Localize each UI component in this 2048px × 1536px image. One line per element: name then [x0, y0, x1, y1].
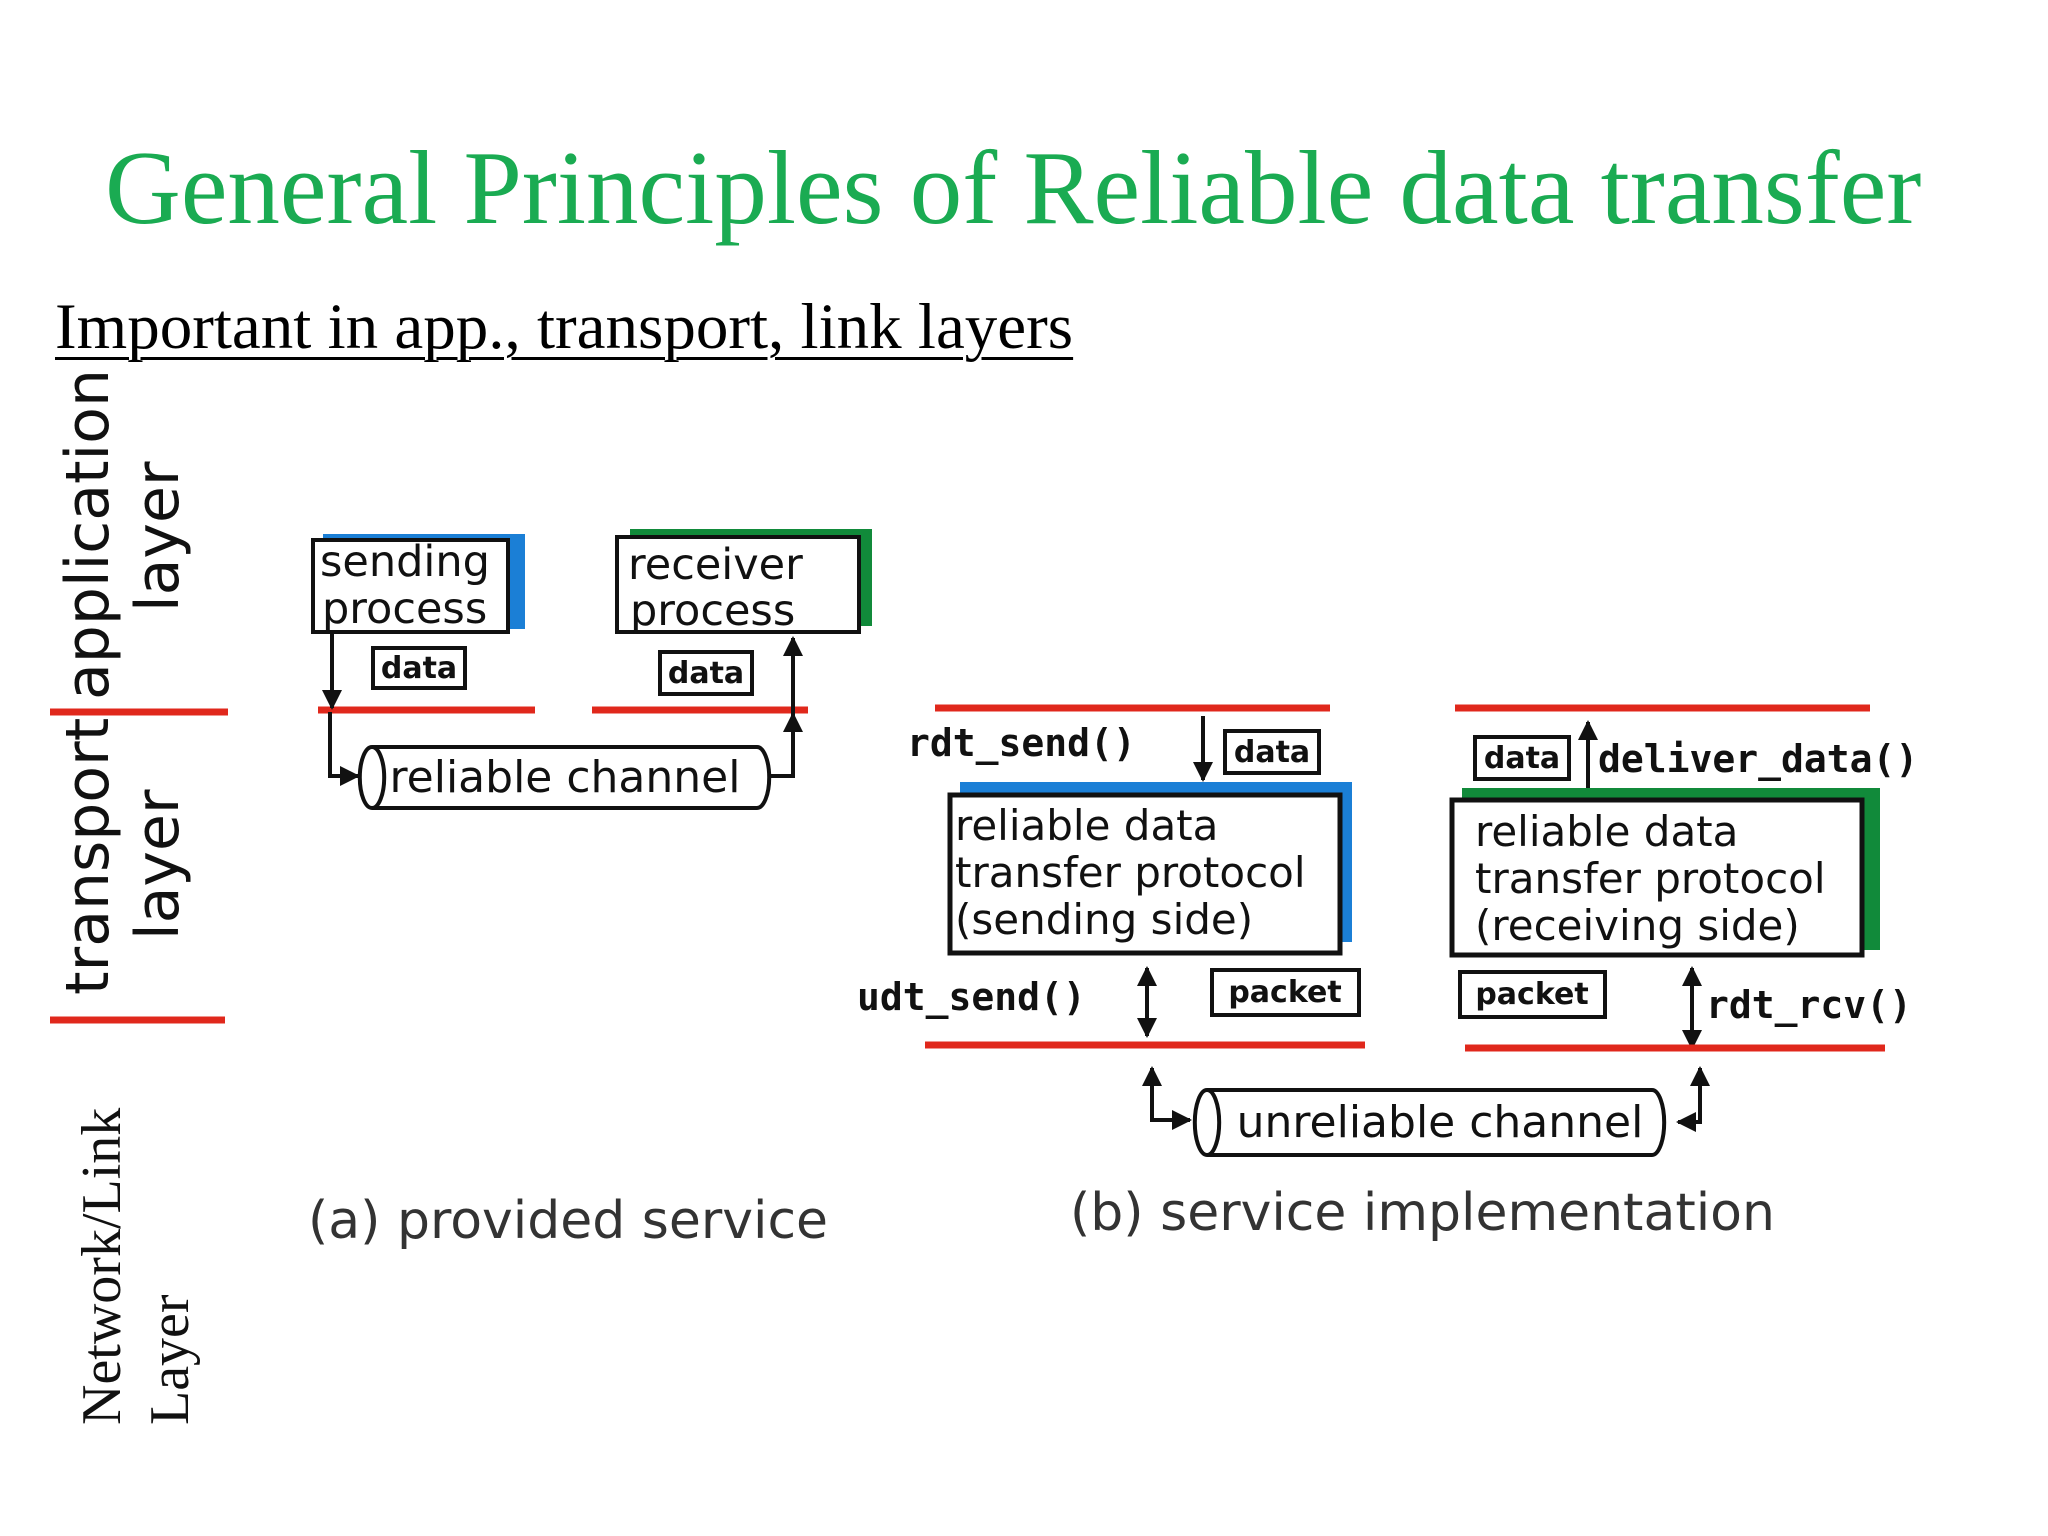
diagram-service-implementation: rdt_send() data data deliver_data() reli… — [857, 704, 1918, 1243]
sending-process-box — [311, 538, 510, 634]
data-tag-send-label: data — [381, 651, 457, 686]
receiver-process-box — [615, 535, 861, 634]
sender-protocol-line2: transfer protocol — [955, 848, 1306, 897]
data-tag-send — [371, 646, 467, 690]
sender-protocol-box — [947, 792, 1343, 956]
slide-title: General Principles of Reliable data tran… — [105, 129, 1922, 246]
diagram-provided-service: sending process receiver process data da… — [308, 529, 872, 1251]
b-data-tag-recv-label: data — [1484, 741, 1560, 776]
receiver-protocol-line1: reliable data — [1475, 807, 1738, 856]
packet-tag-recv — [1458, 970, 1607, 1019]
receiver-protocol-line2: transfer protocol — [1475, 854, 1826, 903]
receiver-protocol-line3: (receiving side) — [1475, 901, 1800, 950]
receiver-process-label-2: process — [630, 586, 795, 636]
b-data-tag-recv — [1473, 735, 1571, 781]
deliver-data-label: deliver_data() — [1598, 737, 1918, 781]
receiver-protocol-box — [1449, 797, 1865, 958]
network-layer-label-2: Layer — [139, 1294, 201, 1425]
packet-tag-send — [1210, 968, 1361, 1017]
reliable-channel-pipe-end — [371, 745, 387, 810]
caption-service-implementation: (b) service implementation — [1070, 1183, 1775, 1243]
udt-send-label: udt_send() — [857, 975, 1086, 1019]
application-layer-label: application — [53, 369, 123, 700]
layer-labels: application layer transport layer Networ… — [50, 369, 228, 1425]
unreliable-channel-label: unreliable channel — [1237, 1097, 1644, 1148]
sending-process-label: sending — [320, 537, 490, 587]
rdt-send-label: rdt_send() — [907, 721, 1136, 765]
sending-process-label-2: process — [322, 584, 487, 634]
sender-protocol-line3: (sending side) — [955, 895, 1253, 944]
network-layer-label: Network/Link — [71, 1108, 133, 1425]
reliable-channel-label: reliable channel — [390, 752, 741, 803]
packet-tag-send-label: packet — [1228, 975, 1341, 1010]
channel-to-rdt-rcv-arrow — [1676, 1066, 1710, 1132]
transport-layer-label-2: layer — [123, 789, 193, 940]
reliable-channel-pipe — [357, 745, 772, 810]
unreliable-channel-pipe — [1192, 1088, 1667, 1157]
channel-to-receiver-arrow — [770, 710, 795, 778]
data-tag-recv — [658, 650, 754, 696]
sender-protocol-line1: reliable data — [955, 801, 1218, 850]
unreliable-channel-pipe-end — [1206, 1088, 1222, 1157]
transport-layer-label: transport — [53, 718, 123, 995]
data-tag-recv-label: data — [668, 656, 744, 691]
b-data-tag-send-label: data — [1234, 735, 1310, 770]
slide-subtitle: Important in app., transport, link layer… — [55, 291, 1074, 363]
send-into-channel-arrow — [328, 712, 360, 786]
application-layer-label-2: layer — [123, 461, 193, 612]
caption-provided-service: (a) provided service — [308, 1191, 828, 1251]
receiver-process-label: receiver — [628, 540, 803, 590]
b-data-tag-send — [1223, 729, 1321, 775]
rdt-rcv-label: rdt_rcv() — [1706, 983, 1912, 1027]
packet-tag-recv-label: packet — [1475, 977, 1588, 1012]
udt-into-channel-arrow — [1142, 1066, 1192, 1130]
